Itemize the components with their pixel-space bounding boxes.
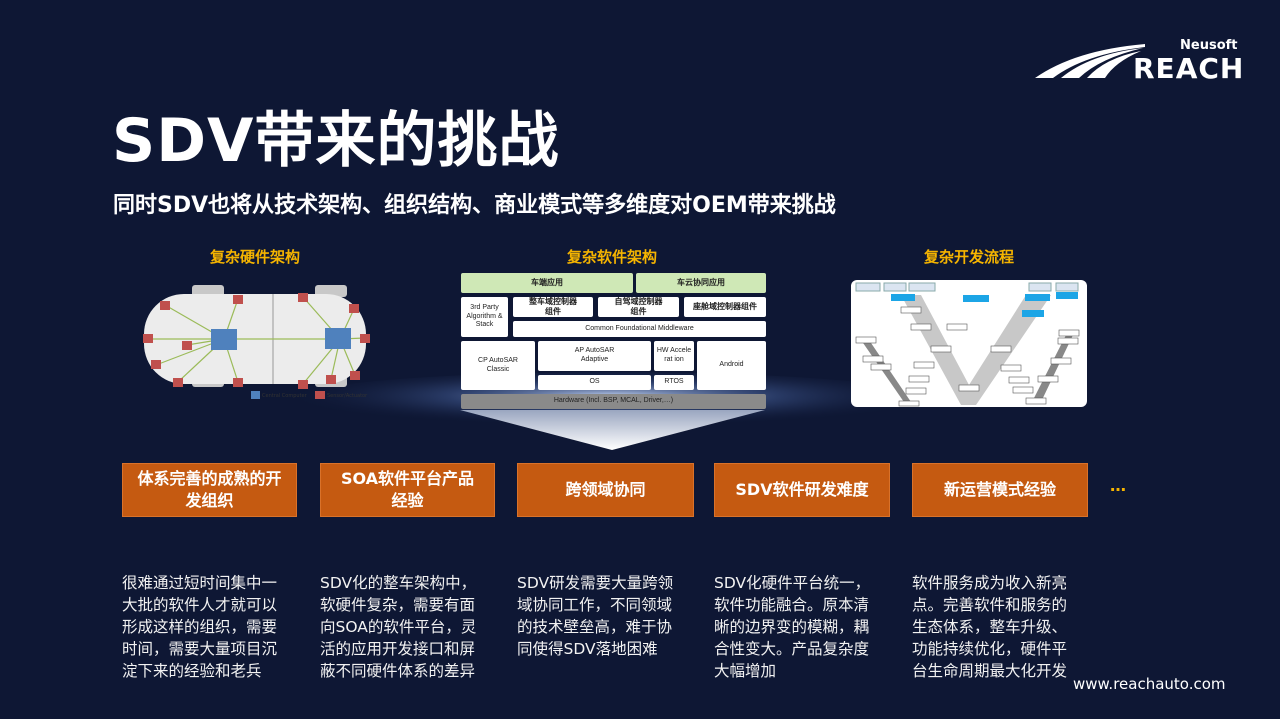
block-hw-accel: HW Accelerat ion: [654, 341, 694, 371]
desc-line: 软硬件复杂，需要有面: [320, 596, 476, 614]
block-cockpit-domain: 座舱域控制器组件: [684, 297, 766, 317]
desc-line: 大批的软件人才就可以: [122, 596, 278, 614]
footer-url: www.reachauto.com: [1073, 675, 1226, 693]
block-os: OS: [538, 375, 651, 390]
challenge-desc-sdv-difficulty: SDV化硬件平台统一， 软件功能融合。原本清晰的边界变的模糊，耦合性变大。产品复杂…: [714, 528, 870, 704]
challenge-card-soa: SOA软件平台产品经验: [320, 463, 495, 517]
block-adas-domain: 自驾域控制器组件: [598, 297, 679, 317]
legend-sensor-actuator: Sensor/Actuator: [327, 393, 368, 399]
block-third-party: 3rd Party Algorithm & Stack: [461, 297, 508, 337]
logo-neusoft: Neusoft: [1180, 38, 1238, 53]
hardware-architecture-diagram: Central Computer Sensor/Actuator: [143, 285, 370, 399]
desc-line: 功能持续优化，硬件平: [912, 640, 1068, 658]
block-cp: CP AutoSAR Classic: [461, 341, 535, 390]
logo: [1035, 42, 1145, 82]
road-logo-icon: [1035, 44, 1145, 78]
block-ap: AP AutoSAR Adaptive: [538, 341, 651, 371]
desc-line: 蔽不同硬件体系的差异: [320, 662, 476, 680]
challenge-desc-cross-domain: SDV研发需要大量跨领域协同工作，不同领域的技术壁垒高，难于协同使得SDV落地困…: [517, 528, 673, 682]
desc-line: 的技术壁垒高，难于协: [517, 618, 673, 636]
layer-cloud-app: 车云协同应用: [636, 273, 766, 293]
desc-line: 软件功能融合。原本清: [714, 596, 870, 614]
desc-line: 大幅增加: [714, 662, 777, 680]
layer-vehicle-app: 车端应用: [461, 273, 633, 293]
down-arrow-icon: [460, 410, 765, 450]
section-label-process: 复杂开发流程: [923, 248, 1014, 266]
block-middleware: Common Foundational Middleware: [513, 321, 766, 337]
desc-line: 形成这样的组织，需要: [122, 618, 278, 636]
challenge-card-cross-domain: 跨领域协同: [517, 463, 694, 517]
desc-line: 向SOA的软件平台，灵: [320, 618, 477, 636]
legend-central-computer: Central Computer: [262, 393, 308, 399]
challenge-desc-soa: SDV化的整车架构中， 软硬件复杂，需要有面向SOA的软件平台，灵活的应用开发接口…: [320, 528, 476, 704]
page-title: SDV带来的挑战: [112, 106, 560, 176]
desc-line: SDV化硬件平台统一，: [714, 574, 871, 592]
challenge-card-sdv-difficulty: SDV软件研发难度: [714, 463, 890, 517]
page-subtitle: 同时SDV也将从技术架构、组织结构、商业模式等多维度对OEM带来挑战: [113, 193, 836, 218]
layer-hardware: Hardware (Incl. BSP, MCAL, Driver,…): [461, 394, 766, 409]
development-process-diagram: [851, 280, 1087, 407]
desc-line: 台生命周期最大化开发: [912, 662, 1068, 680]
more-indicator: …: [1110, 476, 1126, 495]
desc-line: 域协同工作，不同领域: [517, 596, 673, 614]
challenge-card-operation-model: 新运营模式经验: [912, 463, 1088, 517]
desc-line: 点。完善软件和服务的: [912, 596, 1068, 614]
challenge-desc-operation-model: 软件服务成为收入新亮点。完善软件和服务的生态体系，整车升级、功能持续优化，硬件平…: [912, 528, 1067, 704]
desc-line: 软件服务成为收入新亮: [912, 574, 1068, 592]
block-body-domain: 整车域控制器组件: [513, 297, 593, 317]
desc-line: 很难通过短时间集中一: [122, 574, 278, 592]
desc-line: 时间，需要大量项目沉: [122, 640, 278, 658]
desc-line: 活的应用开发接口和屏: [320, 640, 476, 658]
block-rtos: RTOS: [654, 375, 694, 390]
section-label-hardware: 复杂硬件架构: [209, 248, 300, 266]
section-label-software: 复杂软件架构: [566, 248, 657, 266]
desc-line: 淀下来的经验和老兵: [122, 662, 262, 680]
challenge-desc-organization: 很难通过短时间集中一大批的软件人才就可以形成这样的组织，需要时间，需要大量项目沉…: [122, 528, 277, 704]
challenge-card-organization: 体系完善的成熟的开发组织: [122, 463, 297, 517]
desc-line: 晰的边界变的模糊，耦: [714, 618, 870, 636]
desc-line: SDV化的整车架构中，: [320, 574, 477, 592]
desc-line: 生态体系，整车升级、: [912, 618, 1068, 636]
desc-line: 同使得SDV落地困难: [517, 640, 658, 658]
logo-reach: REACH: [1133, 52, 1245, 85]
block-android: Android: [697, 341, 766, 390]
desc-line: SDV研发需要大量跨领: [517, 574, 674, 592]
desc-line: 合性变大。产品复杂度: [714, 640, 870, 658]
